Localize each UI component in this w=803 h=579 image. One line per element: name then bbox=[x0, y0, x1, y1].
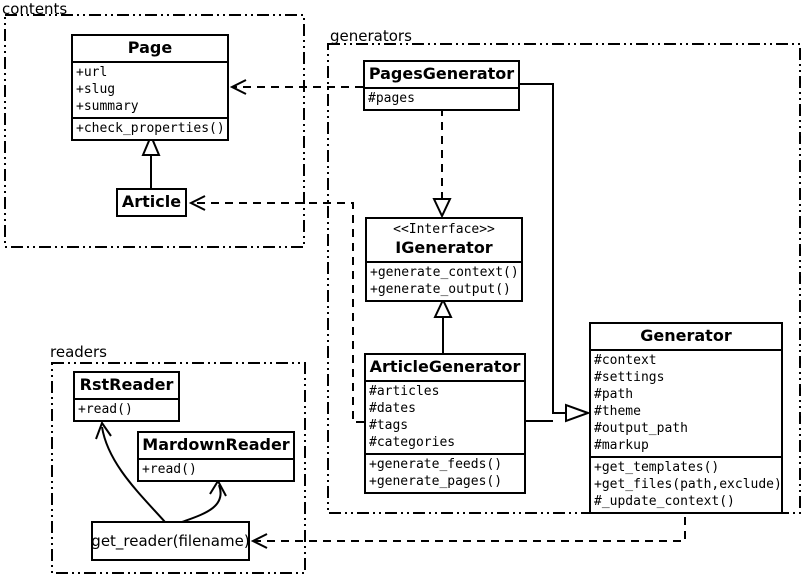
attribute: #context bbox=[594, 353, 657, 368]
package-border-readers bbox=[51, 362, 306, 574]
class-markdownreader: MardownReader +read() bbox=[137, 431, 295, 482]
package-border-contents bbox=[4, 14, 305, 248]
node-get-reader: get_reader(filename) bbox=[91, 521, 250, 561]
method: +generate_feeds() bbox=[369, 457, 503, 472]
method: +get_files(path,exclude) bbox=[594, 477, 782, 492]
package-label-generators: generators bbox=[330, 27, 412, 45]
attribute: #markup bbox=[594, 438, 649, 453]
class-generator-name: Generator bbox=[640, 326, 732, 345]
generalization-article-page-arrow bbox=[141, 133, 161, 188]
method: +read() bbox=[142, 462, 197, 477]
attribute: #pages bbox=[368, 91, 415, 106]
class-rstreader-name: RstReader bbox=[79, 375, 174, 394]
method: +generate_output() bbox=[370, 282, 511, 297]
attribute: #theme bbox=[594, 404, 641, 419]
class-igenerator-name: IGenerator bbox=[395, 238, 493, 257]
method: +check_properties() bbox=[76, 121, 225, 136]
class-rstreader-methods: +read() bbox=[75, 398, 178, 420]
attribute: +url bbox=[76, 65, 108, 80]
attribute: #settings bbox=[594, 370, 665, 385]
class-pagesgenerator-attributes: #pages bbox=[365, 87, 518, 109]
attribute: #tags bbox=[369, 418, 409, 433]
class-markdownreader-methods: +read() bbox=[139, 458, 293, 480]
class-pagesgenerator-name: PagesGenerator bbox=[368, 64, 515, 83]
dependency-articlegenerator-article-arrow bbox=[188, 195, 364, 423]
attribute: #articles bbox=[369, 384, 440, 399]
class-articlegenerator-name: ArticleGenerator bbox=[369, 357, 521, 376]
class-articlegenerator-methods: +generate_feeds() +generate_pages() bbox=[366, 453, 524, 492]
package-border-generators bbox=[327, 43, 801, 514]
attribute: #path bbox=[594, 387, 634, 402]
attribute: #categories bbox=[369, 435, 456, 450]
attribute: +summary bbox=[76, 99, 139, 114]
generalization-articlegenerator-igenerator-arrow bbox=[433, 297, 453, 353]
class-igenerator-head: <<Interface>> IGenerator bbox=[367, 219, 521, 261]
arrow-getreader-markdownreader bbox=[181, 478, 227, 523]
class-markdownreader-name: MardownReader bbox=[142, 435, 290, 454]
class-generator: Generator #context #settings #path #theme #o… bbox=[589, 322, 783, 514]
class-page-methods: +check_properties() bbox=[73, 117, 227, 139]
class-pagesgenerator: PagesGenerator #pages bbox=[363, 60, 520, 111]
class-articlegenerator: ArticleGenerator #articles #dates #tags #ca… bbox=[364, 353, 526, 494]
class-page-name: Page bbox=[127, 38, 173, 57]
package-label-contents: contents bbox=[2, 0, 68, 18]
class-igenerator-stereotype: <<Interface>> bbox=[393, 222, 495, 237]
class-page-attributes: +url +slug +summary bbox=[73, 61, 227, 117]
class-page: Page +url +slug +summary +check_properties… bbox=[71, 34, 229, 141]
method: +get_templates() bbox=[594, 460, 720, 475]
class-article-name: Article bbox=[121, 192, 182, 211]
class-articlegenerator-attributes: #articles #dates #tags #categories bbox=[366, 380, 524, 453]
attribute: #output_path bbox=[594, 421, 688, 436]
attribute: +slug bbox=[76, 82, 116, 97]
class-generator-methods: +get_templates() +get_files(path,exclude)… bbox=[591, 456, 782, 512]
method: +generate_pages() bbox=[369, 474, 503, 489]
class-generator-attributes: #context #settings #path #theme #output_path… bbox=[591, 349, 781, 456]
class-igenerator: <<Interface>> IGenerator +generate_conte… bbox=[365, 217, 523, 302]
method: +generate_context() bbox=[370, 265, 519, 280]
dependency-generator-getreader-arrow bbox=[250, 503, 686, 549]
realization-pagesgenerator-igenerator-arrow bbox=[432, 108, 452, 219]
method: #_update_context() bbox=[594, 494, 735, 509]
generalization-to-generator-arrow bbox=[520, 83, 591, 423]
attribute: #dates bbox=[369, 401, 416, 416]
dependency-pagesgenerator-page-arrow bbox=[229, 79, 363, 95]
arrow-getreader-rstreader bbox=[95, 420, 166, 523]
class-igenerator-methods: +generate_context() +generate_output() bbox=[367, 261, 521, 300]
package-label-readers: readers bbox=[50, 343, 107, 361]
class-article: Article bbox=[116, 188, 187, 217]
class-rstreader: RstReader +read() bbox=[73, 371, 180, 422]
method: +read() bbox=[78, 402, 133, 417]
